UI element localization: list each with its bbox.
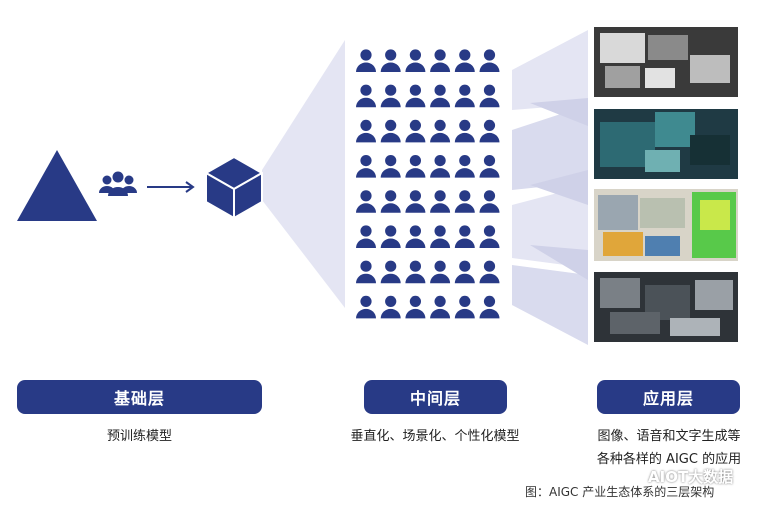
person-icon	[430, 155, 451, 178]
person-icon	[405, 260, 426, 284]
person-icon	[405, 155, 426, 178]
person-icon	[454, 295, 475, 319]
cube-icon	[205, 156, 263, 219]
person-icon	[430, 225, 451, 248]
person-icon	[479, 155, 500, 178]
person-icon	[356, 119, 376, 143]
figure-caption: 图：AIGC 产业生态体系的三层架构	[525, 485, 715, 499]
thumbnail-2	[594, 109, 738, 179]
base-layer-label: 基础层	[17, 380, 262, 414]
fan-shadow-3	[530, 245, 588, 280]
fan-2	[512, 105, 588, 190]
person-icon	[380, 190, 401, 213]
person-icon	[405, 119, 426, 143]
person-icon	[479, 225, 500, 248]
person-icon	[380, 295, 401, 319]
fan-3	[512, 185, 588, 268]
person-icon	[380, 49, 401, 72]
person-icon	[454, 49, 475, 72]
user-group-icon	[99, 171, 137, 196]
person-icon	[380, 225, 401, 248]
person-icon	[479, 260, 500, 284]
person-icon	[380, 260, 401, 284]
person-icon	[405, 84, 426, 108]
fan-4	[512, 265, 588, 345]
person-icon	[430, 295, 451, 319]
watermark: AIOT大数据	[626, 466, 733, 487]
person-icon	[356, 225, 376, 248]
person-icon	[380, 155, 401, 178]
application-layer-label: 应用层	[597, 380, 740, 414]
wechat-icon	[626, 469, 644, 484]
person-icon	[356, 84, 376, 108]
fan-shadow-1	[530, 98, 588, 126]
middle-layer-caption: 垂直化、场景化、个性化模型	[350, 429, 520, 444]
application-layer-caption-2: 各种各样的 AIGC 的应用	[596, 452, 742, 467]
person-icon	[454, 190, 475, 213]
person-icon	[380, 84, 401, 108]
person-icon	[356, 155, 376, 178]
person-icon	[430, 49, 451, 72]
application-layer-caption-1: 图像、语音和文字生成等	[597, 429, 741, 444]
fan-shadow-2	[530, 170, 588, 205]
thumbnail-1	[594, 27, 738, 97]
person-icon	[454, 260, 475, 284]
person-icon	[356, 295, 376, 319]
base-layer-caption: 预训练模型	[106, 429, 172, 444]
person-icon	[405, 49, 426, 72]
middle-layer-label: 中间层	[364, 380, 507, 414]
thumbnail-3	[594, 189, 738, 261]
person-icon	[430, 260, 451, 284]
people-grid	[356, 49, 500, 319]
person-icon	[479, 84, 500, 108]
person-icon	[430, 84, 451, 108]
thumbnail-4	[594, 272, 738, 342]
triangle-icon	[17, 150, 97, 221]
person-icon	[430, 119, 451, 143]
watermark-text: AIOT大数据	[648, 468, 734, 486]
person-icon	[454, 84, 475, 108]
person-icon	[380, 119, 401, 143]
person-icon	[405, 190, 426, 213]
person-icon	[430, 190, 451, 213]
arrow-right-icon	[147, 181, 195, 193]
person-icon	[479, 295, 500, 319]
person-icon	[479, 49, 500, 72]
person-icon	[356, 190, 376, 213]
person-icon	[356, 49, 376, 72]
person-icon	[479, 190, 500, 213]
funnel-base-to-middle	[262, 40, 345, 308]
person-icon	[479, 119, 500, 143]
fan-1	[512, 30, 588, 110]
person-icon	[405, 295, 426, 319]
person-icon	[454, 155, 475, 178]
person-icon	[405, 225, 426, 248]
person-icon	[454, 225, 475, 248]
person-icon	[356, 260, 376, 284]
person-icon	[454, 119, 475, 143]
